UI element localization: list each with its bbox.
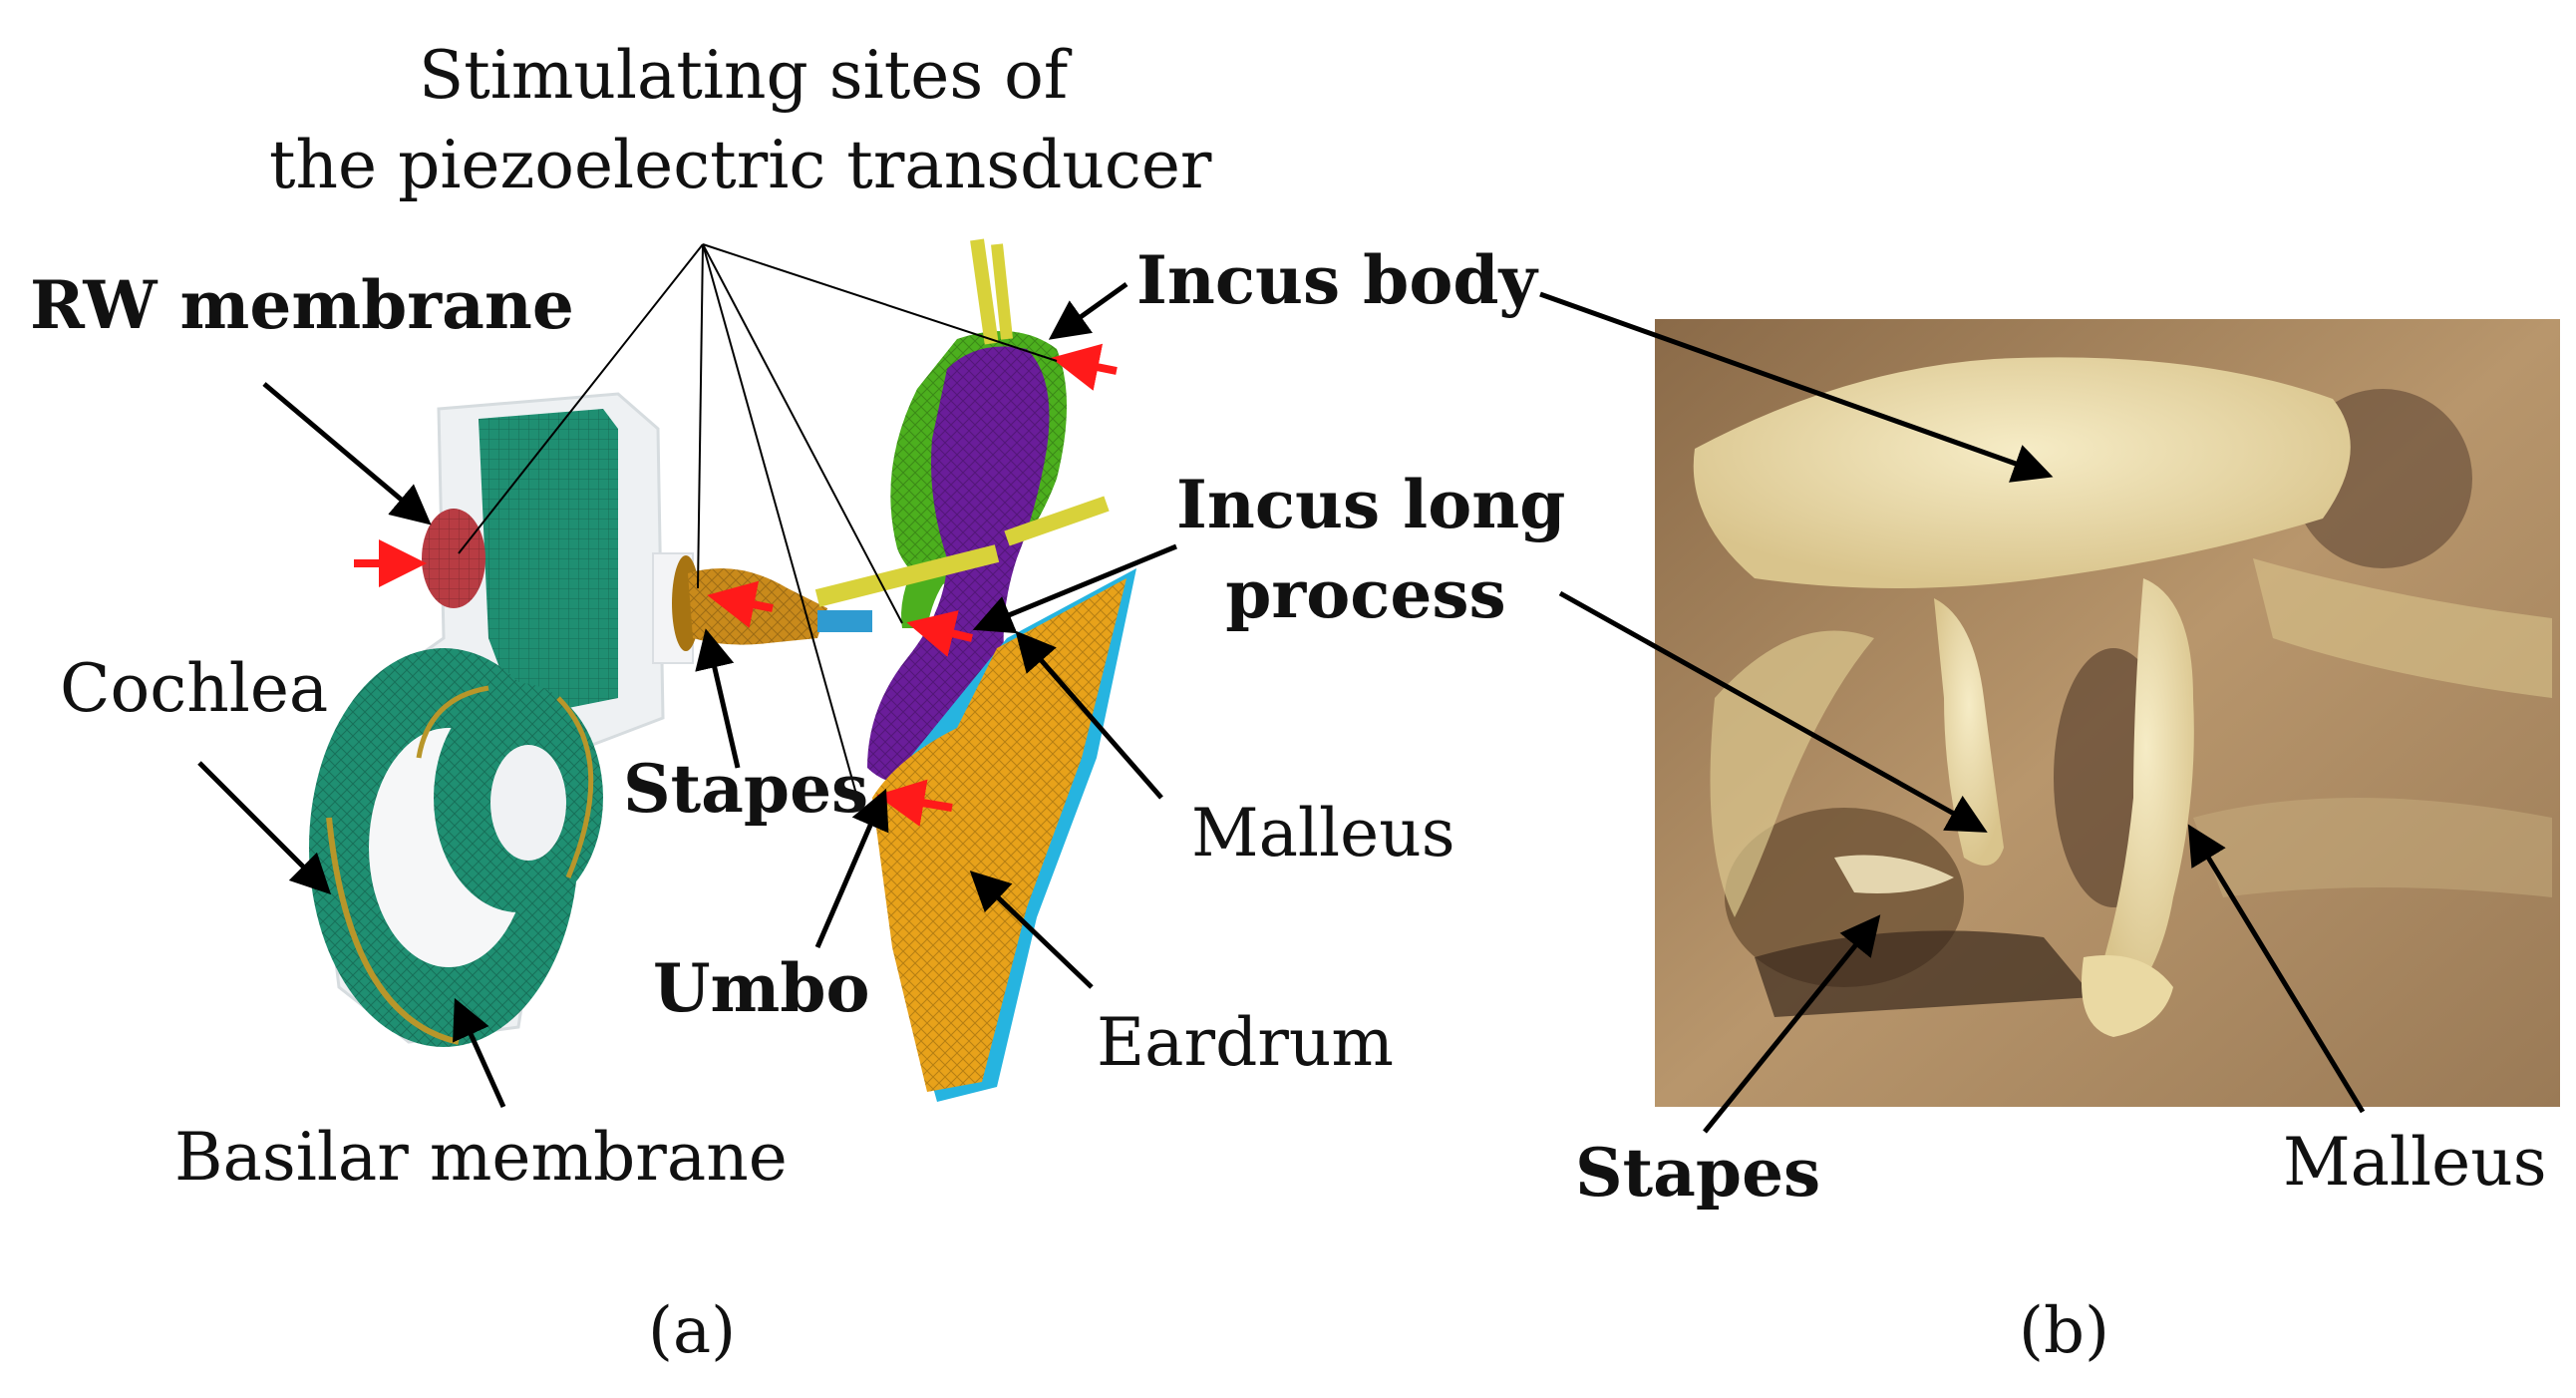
label-incus-long-line-1: Incus long: [1176, 466, 1566, 543]
label-cochlea: Cochlea: [60, 650, 329, 727]
title-line-1: Stimulating sites of: [419, 37, 1069, 114]
label-malleus-b: Malleus: [2283, 1124, 2547, 1201]
arrow-photo-long-process: [1558, 590, 1988, 833]
label-incus-long-line-2: process: [1225, 555, 1506, 633]
title-line-2: the piezoelectric transducer: [269, 127, 1212, 203]
red-arrow-stapes: [707, 580, 774, 628]
photo-panel: [1655, 319, 2560, 1107]
label-arrows-b: [1539, 291, 2366, 1134]
label-incus-body-a: Incus body: [1136, 241, 1537, 319]
caption-b: (b): [2019, 1294, 2109, 1368]
label-arrows-a: [197, 281, 1177, 1109]
arrow-incus-body: [1048, 281, 1128, 340]
label-stapes-b: Stapes: [1575, 1134, 1821, 1212]
eardrum-shape: [872, 568, 1136, 1102]
arrow-cochlea: [197, 761, 332, 895]
arrow-photo-malleus: [2187, 824, 2366, 1114]
label-stapes-a: Stapes: [623, 750, 869, 828]
label-rw-membrane: RW membrane: [30, 266, 574, 344]
vestibule-block: [479, 409, 618, 718]
arrow-rw: [262, 382, 432, 525]
stapes-shape: [672, 555, 872, 651]
red-arrow-umbo: [876, 779, 953, 827]
rw-membrane-shape: [422, 509, 485, 608]
arrow-umbo: [814, 788, 889, 948]
arrow-long-process: [972, 543, 1177, 634]
arrow-malleus: [1015, 630, 1163, 800]
red-arrow-long-process: [906, 610, 973, 657]
cochlea-spiral: [309, 648, 603, 1047]
title-leader-lines: [458, 243, 1058, 799]
arrow-stapes: [695, 628, 741, 769]
stimulation-arrows: [354, 343, 1118, 827]
label-eardrum: Eardrum: [1097, 1004, 1394, 1081]
red-arrow-incus-body: [1051, 343, 1118, 391]
arrow-basilar: [453, 997, 506, 1109]
arrow-eardrum: [969, 871, 1094, 989]
label-malleus-a: Malleus: [1191, 795, 1455, 872]
fe-model: [197, 238, 1177, 1109]
arrow-photo-stapes: [1703, 914, 1881, 1134]
caption-a: (a): [648, 1294, 737, 1368]
arrow-photo-incus-body: [1539, 291, 2054, 483]
label-basilar-membrane: Basilar membrane: [174, 1119, 788, 1196]
label-umbo: Umbo: [653, 949, 870, 1027]
ligaments: [814, 243, 1110, 607]
